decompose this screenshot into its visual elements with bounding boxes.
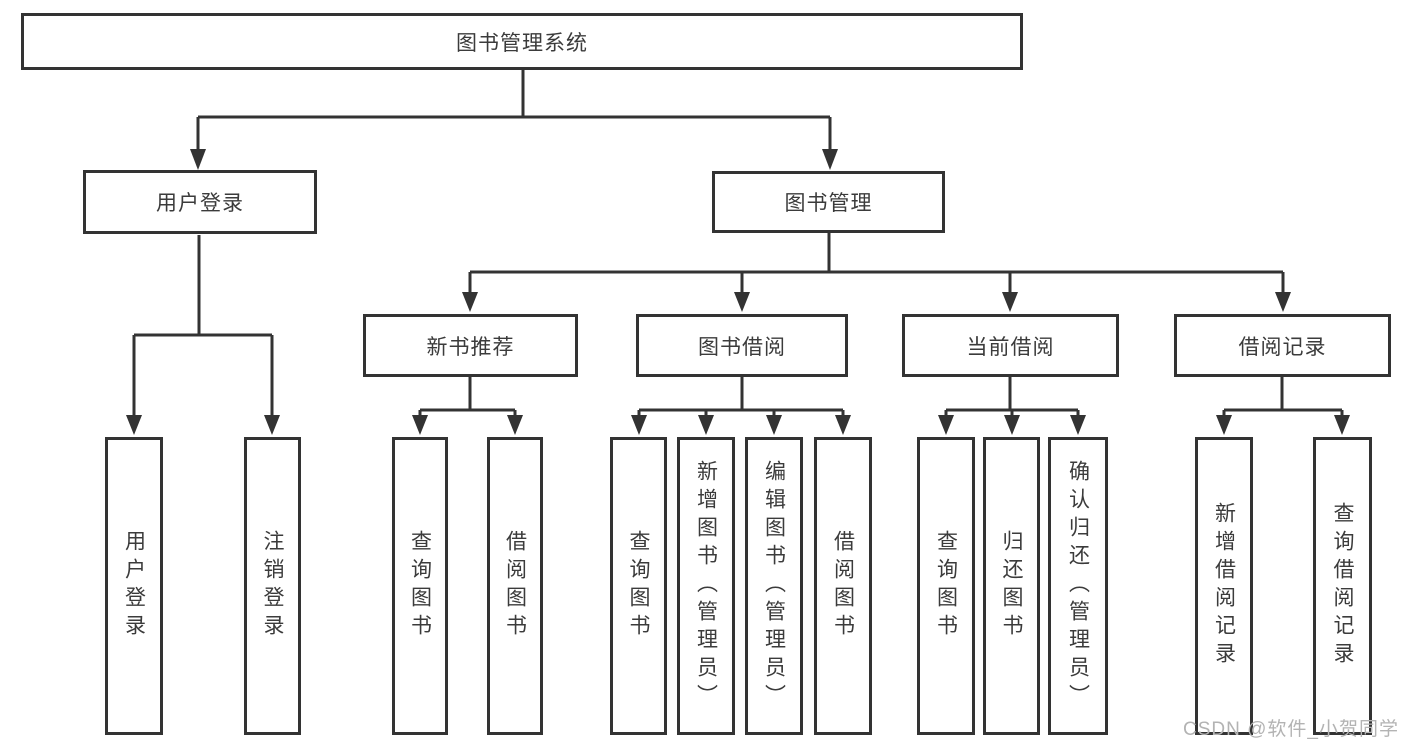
leaf-borrow-books-2: 借阅图书 (814, 437, 872, 735)
leaf-query-borrow-record: 查询借阅记录 (1313, 437, 1372, 735)
leaf-logout-login-label: 注销登录 (261, 530, 285, 642)
leaf-query-books-3: 查询图书 (917, 437, 975, 735)
leaf-user-login: 用户登录 (105, 437, 163, 735)
leaf-borrow-books-1: 借阅图书 (487, 437, 543, 735)
node-new-book-recommend: 新书推荐 (363, 314, 578, 377)
leaf-logout-login: 注销登录 (244, 437, 301, 735)
leaf-return-books-label: 归还图书 (1000, 530, 1024, 642)
leaf-borrow-books-1-label: 借阅图书 (503, 530, 527, 642)
leaf-query-books-1-label: 查询图书 (408, 530, 432, 642)
leaf-return-books: 归还图书 (983, 437, 1040, 735)
node-borrowing-records-label: 借阅记录 (1238, 335, 1327, 359)
leaf-query-books-2: 查询图书 (610, 437, 667, 735)
leaf-borrow-books-2-label: 借阅图书 (831, 530, 855, 642)
leaf-add-book-admin-label: 新增图书（管理员） (694, 460, 718, 712)
leaf-edit-book-admin-label: 编辑图书（管理员） (762, 460, 786, 712)
node-root-label: 图书管理系统 (456, 31, 588, 55)
csdn-watermark: CSDN @软件_小贺同学 (1183, 719, 1399, 740)
node-book-borrowing: 图书借阅 (636, 314, 848, 377)
leaf-edit-book-admin: 编辑图书（管理员） (745, 437, 803, 735)
node-root: 图书管理系统 (21, 13, 1023, 70)
leaf-add-borrow-record-label: 新增借阅记录 (1212, 502, 1236, 670)
node-new-book-recommend-label: 新书推荐 (426, 335, 515, 359)
node-user-login: 用户登录 (83, 170, 317, 234)
leaf-query-borrow-record-label: 查询借阅记录 (1331, 502, 1355, 670)
connector-paths (132, 69, 1344, 417)
node-book-borrowing-label: 图书借阅 (698, 335, 786, 359)
leaf-confirm-return-admin: 确认归还（管理员） (1048, 437, 1108, 735)
node-book-management: 图书管理 (712, 171, 945, 233)
node-book-management-label: 图书管理 (784, 192, 873, 215)
leaf-confirm-return-admin-label: 确认归还（管理员） (1066, 460, 1090, 712)
node-current-borrowing: 当前借阅 (902, 314, 1119, 377)
node-user-login-label: 用户登录 (156, 192, 244, 215)
leaf-add-book-admin: 新增图书（管理员） (677, 437, 735, 735)
node-borrowing-records: 借阅记录 (1174, 314, 1391, 377)
node-current-borrowing-label: 当前借阅 (966, 335, 1055, 359)
leaf-query-books-2-label: 查询图书 (627, 530, 651, 642)
leaf-add-borrow-record: 新增借阅记录 (1195, 437, 1253, 735)
arrowheads (126, 149, 1350, 435)
leaf-user-login-label: 用户登录 (122, 530, 146, 642)
leaf-query-books-1: 查询图书 (392, 437, 448, 735)
leaf-query-books-3-label: 查询图书 (934, 530, 958, 642)
